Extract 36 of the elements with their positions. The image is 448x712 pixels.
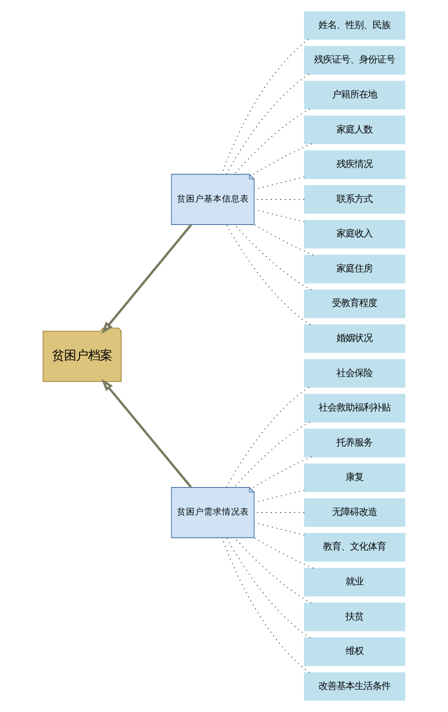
arrow	[101, 224, 192, 334]
node-box: 家庭人数	[304, 116, 406, 144]
connector	[234, 108, 310, 175]
connector	[226, 74, 310, 174]
connector	[252, 143, 312, 175]
connector	[234, 422, 310, 488]
connector	[234, 537, 312, 604]
node-box: 家庭收入	[304, 220, 406, 249]
node-box: 家庭住房	[304, 254, 406, 284]
connector	[226, 537, 311, 638]
connector	[252, 456, 312, 488]
node-box: 改善基本生活条件	[304, 672, 406, 701]
connector	[234, 224, 312, 290]
connector	[222, 537, 310, 673]
connector	[221, 39, 309, 175]
connector	[226, 386, 310, 488]
node-box: 残疾证号、身份证号	[304, 46, 406, 75]
node-box: 姓名、性别、民族	[304, 11, 406, 40]
node-box: 社会救助福利补贴	[304, 394, 406, 422]
node-box: 维权	[304, 637, 406, 666]
connector	[254, 537, 314, 569]
node-box: 无障碍改造	[304, 498, 406, 527]
node-box: 教育、文化体育	[304, 533, 406, 562]
node-box: 托养服务	[304, 428, 406, 458]
node-box: 扶贫	[304, 602, 406, 632]
node-box: 联系方式	[304, 185, 406, 214]
connector	[254, 224, 314, 256]
node-box: 婚姻状况	[304, 324, 406, 353]
node-box: 受教育程度	[304, 290, 406, 318]
node-box: 社会保险	[304, 359, 406, 388]
node-box: 康复	[304, 463, 406, 492]
arrow	[101, 378, 192, 488]
node-box: 残疾情况	[304, 150, 406, 179]
node-box: 户籍所在地	[304, 80, 406, 110]
node-box: 就业	[304, 568, 406, 596]
connector	[226, 224, 311, 325]
